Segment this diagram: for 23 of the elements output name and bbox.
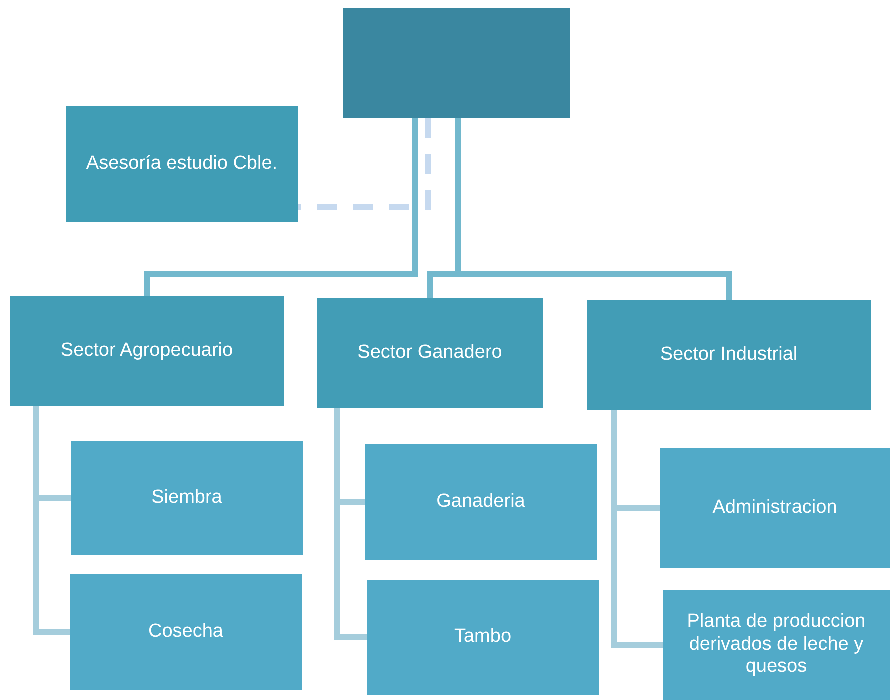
org-box	[10, 296, 284, 406]
org-box	[66, 106, 298, 222]
connector	[144, 118, 418, 296]
box-label: Sector Industrial	[660, 344, 798, 366]
org-box	[663, 590, 890, 700]
box-label: Tambo	[454, 626, 512, 649]
box-label: Sector Ganadero	[358, 342, 502, 364]
box-label: Administracion	[712, 496, 838, 520]
org-box	[365, 444, 597, 560]
box-label: Sector Agropecuario	[60, 340, 234, 362]
org-box	[587, 300, 871, 410]
org-box	[70, 574, 302, 690]
box-label: Cosecha	[148, 620, 224, 644]
box-label: Planta de produccion derivados de leche y quesos	[686, 610, 867, 680]
org-box	[317, 298, 543, 408]
box-label: Asesoría estudio Cble.	[86, 152, 278, 176]
org-box	[343, 8, 570, 118]
org-box	[660, 448, 890, 568]
org-box	[367, 580, 599, 695]
org-box	[71, 441, 303, 555]
dashed-connector	[298, 118, 431, 210]
box-label: Siembra	[152, 486, 222, 510]
box-label: Ganaderia	[436, 490, 526, 514]
